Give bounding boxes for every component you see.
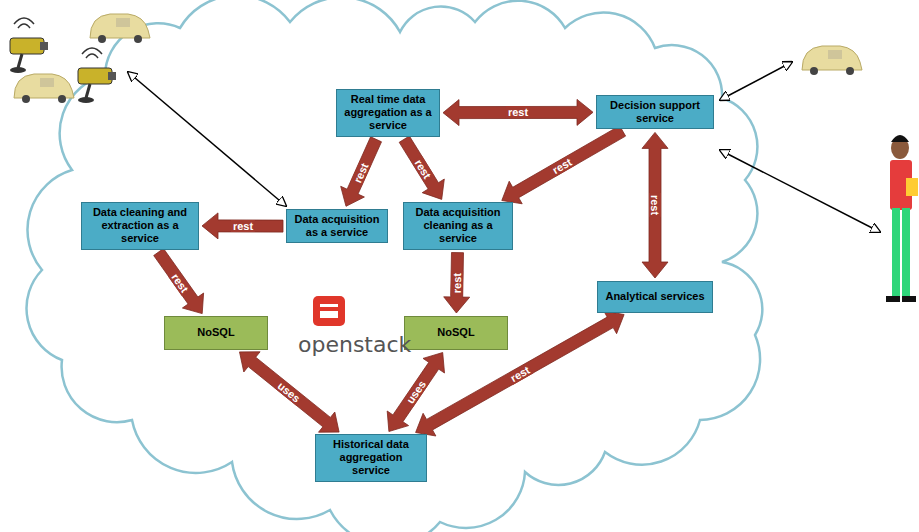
edge-label: rest [230, 220, 254, 232]
service-box: Data cleaning and extraction as a servic… [81, 202, 199, 250]
rest-arrow [443, 99, 593, 125]
rest-arrow [444, 253, 470, 314]
edge-label: rest [506, 106, 530, 118]
service-box: Data acquisition cleaning as a service [403, 202, 513, 250]
edge-label: rest [649, 193, 661, 217]
rest-arrow [154, 249, 204, 314]
car-icon [90, 14, 150, 43]
rest-arrow [642, 132, 668, 278]
person-figure [886, 135, 918, 302]
camera-icon [10, 18, 48, 73]
rest-arrow [502, 126, 626, 204]
link-arrow [720, 150, 880, 232]
logo-text: openstack [298, 332, 411, 357]
service-box: Historical data aggregation service [315, 434, 427, 482]
box-text: Decision support service [601, 99, 709, 125]
database-box: NoSQL [164, 316, 268, 350]
box-text: Data acquisition as a service [291, 213, 383, 239]
rest-arrow [341, 137, 382, 207]
edge-label: rest [451, 271, 463, 295]
box-text: Analytical services [605, 290, 704, 303]
cloud-outline [27, 0, 763, 532]
link-arrow [128, 72, 286, 206]
camera-icon [78, 48, 116, 103]
service-box: Decision support service [596, 95, 714, 129]
service-box: Real time data aggregation as a service [336, 89, 440, 137]
box-text: Data acquisition cleaning as a service [408, 206, 508, 246]
box-text: NoSQL [437, 326, 474, 339]
service-box: Data acquisition as a service [286, 209, 388, 243]
box-text: Real time data aggregation as a service [341, 93, 435, 133]
box-text: NoSQL [197, 326, 234, 339]
openstack-icon [313, 296, 345, 326]
database-box: NoSQL [404, 316, 508, 350]
rest-arrow [240, 352, 340, 432]
car-icon [802, 46, 862, 75]
service-box: Analytical services [597, 281, 713, 313]
box-text: Historical data aggregation service [320, 438, 422, 478]
rest-arrow [399, 136, 444, 199]
link-arrow [720, 62, 792, 100]
car-icon [14, 74, 74, 103]
rest-arrow [416, 311, 624, 436]
rest-arrow [202, 213, 283, 239]
box-text: Data cleaning and extraction as a servic… [86, 206, 194, 246]
